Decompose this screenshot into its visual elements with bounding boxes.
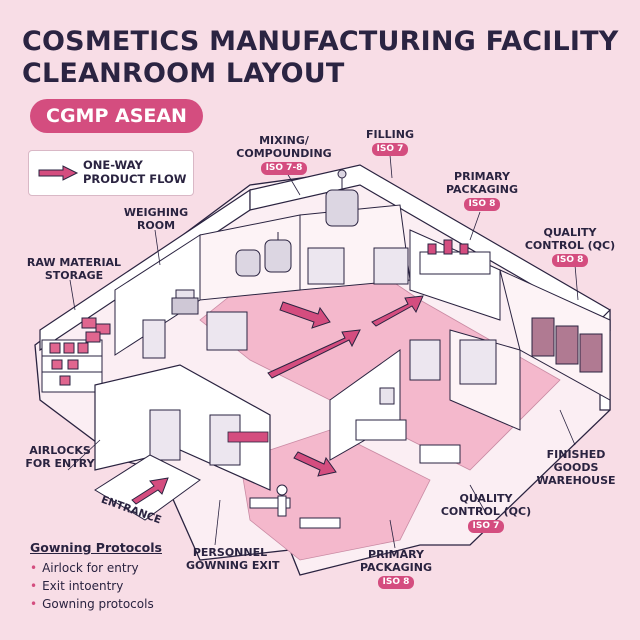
leader-lines bbox=[67, 154, 579, 549]
bullet-icon: • bbox=[30, 561, 38, 575]
weighing-scale bbox=[171, 289, 199, 315]
mixing-door bbox=[206, 311, 248, 351]
label-weighing: WEIGHING ROOM bbox=[120, 206, 192, 232]
weighing-door bbox=[142, 319, 166, 359]
gowning-item-text: Airlock for entry bbox=[42, 561, 139, 575]
gowning-item: • Exit intoentry bbox=[30, 577, 210, 595]
gowning-exit-line-2: GOWNING EXIT bbox=[186, 559, 280, 572]
label-filling: FILLING ISO 7 bbox=[362, 128, 418, 156]
filling-line-1: FILLING bbox=[366, 128, 414, 141]
flow-arrow-entrance bbox=[131, 477, 169, 505]
weighing-line-2: ROOM bbox=[136, 219, 176, 232]
flow-arrow-2 bbox=[267, 329, 361, 379]
qc-cabinets bbox=[531, 317, 603, 373]
label-gowning-exit: PERSONNEL GOWNING EXIT bbox=[186, 546, 280, 572]
mixing-iso: ISO 7-8 bbox=[260, 162, 308, 175]
primary-bottom-iso: ISO 8 bbox=[377, 576, 415, 589]
bullet-icon: • bbox=[30, 579, 38, 593]
gowning-bench bbox=[249, 484, 341, 529]
product-flow-arrows bbox=[131, 295, 424, 505]
qc-bottom-line-2: CONTROL (QC) bbox=[440, 505, 532, 518]
label-primary-bottom: PRIMARY PACKAGING ISO 8 bbox=[356, 548, 436, 589]
gowning-item-text: Gowning protocols bbox=[42, 597, 154, 611]
filling-iso: ISO 7 bbox=[371, 143, 409, 156]
label-raw-material: RAW MATERIAL STORAGE bbox=[22, 256, 126, 282]
gowning-item-text: Exit intoentry bbox=[42, 579, 124, 593]
airlocks-line-2: FOR ENTRY bbox=[25, 457, 95, 470]
airlock-sign bbox=[227, 431, 269, 443]
filling-door-right bbox=[373, 247, 409, 285]
weighing-line-1: WEIGHING bbox=[123, 206, 189, 219]
title-line-2: CLEANROOM LAYOUT bbox=[22, 58, 345, 89]
qc-bottom-line-1: QUALITY bbox=[459, 492, 513, 505]
gowning-item: • Airlock for entry bbox=[30, 559, 210, 577]
finished-line-1: FINISHED bbox=[546, 448, 606, 461]
cgmp-badge: CGMP ASEAN bbox=[30, 99, 203, 133]
raw-line-2: STORAGE bbox=[44, 269, 104, 282]
page-title: COSMETICS MANUFACTURING FACILITY CLEANRO… bbox=[22, 26, 622, 90]
raw-material-bins bbox=[81, 317, 111, 343]
flow-arrow-1 bbox=[279, 301, 331, 329]
gowning-item: • Gowning protocols bbox=[30, 595, 210, 613]
gowning-heading: Gowning Protocols bbox=[30, 540, 162, 555]
packaging-line bbox=[419, 239, 491, 275]
finished-line-3: WAREHOUSE bbox=[536, 474, 616, 487]
label-mixing: MIXING/ COMPOUNDING ISO 7-8 bbox=[225, 134, 343, 175]
gowning-protocols: Gowning Protocols • Airlock for entry • Ex… bbox=[30, 540, 210, 613]
label-finished-goods: FINISHED GOODS WAREHOUSE bbox=[536, 448, 616, 487]
qc-top-line-1: QUALITY bbox=[543, 226, 597, 239]
flow-arrow-3 bbox=[371, 295, 424, 327]
primary-top-iso: ISO 8 bbox=[463, 198, 501, 211]
raw-line-1: RAW MATERIAL bbox=[26, 256, 122, 269]
mixing-tank bbox=[235, 169, 359, 277]
label-qc-bottom: QUALITY CONTROL (QC) ISO 7 bbox=[434, 492, 538, 533]
primary-bottom-line-1: PRIMARY bbox=[368, 548, 424, 561]
legend-line-2: PRODUCT FLOW bbox=[83, 172, 187, 186]
finished-door bbox=[459, 339, 497, 385]
mixing-line-1: MIXING/ bbox=[259, 134, 309, 147]
qc-top-iso: ISO 8 bbox=[551, 254, 589, 267]
filling-door-left bbox=[307, 247, 345, 285]
airlocks-line-1: AIRLOCKS bbox=[29, 444, 91, 457]
primary-bottom-line-2: PACKAGING bbox=[359, 561, 433, 574]
legend-line-1: ONE-WAY bbox=[83, 158, 143, 172]
flow-arrow-icon bbox=[38, 165, 79, 181]
flow-legend: ONE-WAY PRODUCT FLOW bbox=[28, 150, 194, 196]
qc-bottom-door bbox=[409, 339, 441, 381]
lab-bench bbox=[355, 387, 461, 464]
airlock-door-left bbox=[149, 409, 181, 461]
bullet-icon: • bbox=[30, 597, 38, 611]
flow-arrow-4 bbox=[293, 451, 337, 477]
primary-top-line-1: PRIMARY bbox=[454, 170, 510, 183]
entrance-ramp bbox=[94, 454, 201, 521]
label-primary-top: PRIMARY PACKAGING ISO 8 bbox=[442, 170, 522, 211]
gowning-exit-line-1: PERSONNEL bbox=[192, 546, 268, 559]
primary-top-line-2: PACKAGING bbox=[445, 183, 519, 196]
qc-top-line-2: CONTROL (QC) bbox=[524, 239, 616, 252]
label-qc-top: QUALITY CONTROL (QC) ISO 8 bbox=[520, 226, 620, 267]
mixing-line-2: COMPOUNDING bbox=[236, 147, 332, 160]
label-airlocks: AIRLOCKS FOR ENTRY bbox=[22, 444, 98, 470]
raw-material-shelf bbox=[41, 339, 103, 393]
finished-line-2: GOODS bbox=[553, 461, 599, 474]
qc-bottom-iso: ISO 7 bbox=[467, 520, 505, 533]
title-line-1: COSMETICS MANUFACTURING FACILITY bbox=[22, 26, 619, 57]
